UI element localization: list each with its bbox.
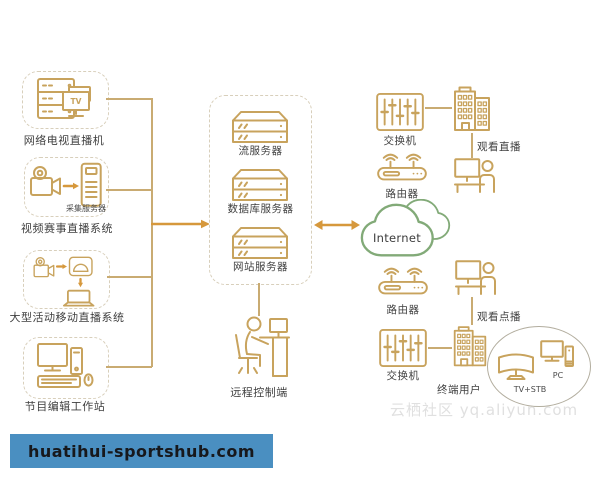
label-switch-live: 交换机 (383, 135, 417, 147)
label-database-server: 数据库服务器 (227, 203, 294, 215)
server-cluster-box: 流服务器 数据库服务器 网站服务器 (209, 95, 312, 285)
connector-line (471, 297, 473, 325)
connector-line (106, 98, 152, 100)
label-network-tv-live: 网络电视直播机 (23, 134, 105, 147)
label-end-users: 终端用户 (437, 384, 481, 396)
label-stream-server: 流服务器 (238, 145, 283, 157)
label-web-server: 网站服务器 (233, 261, 288, 273)
camera-satellite-laptop-icon (33, 256, 95, 307)
viewer-icon-vod (455, 260, 496, 295)
building-icon-users (453, 326, 487, 367)
connector-line (106, 189, 152, 191)
label-router-live: 路由器 (385, 188, 419, 200)
connector-line (106, 366, 152, 368)
switch-icon-vod (379, 328, 427, 368)
label-switch-vod: 交换机 (386, 370, 420, 382)
devices-ellipse (487, 326, 591, 407)
viewer-icon-live (454, 158, 495, 193)
footer-bar: huatihui-sportshub.com (10, 434, 273, 468)
node-editing-workstation (23, 337, 109, 399)
connector-line (425, 107, 452, 109)
switch-icon-live (376, 92, 424, 132)
connector-line (258, 283, 260, 316)
node-video-event-live: 采集服务器 (24, 157, 109, 217)
connector-line (428, 347, 452, 349)
camera-capture-server-icon (30, 162, 102, 207)
bidirectional-arrow (314, 220, 360, 230)
label-watch-live: 观看直播 (477, 141, 521, 153)
router-icon-live (377, 153, 427, 181)
stream-server-icon (232, 111, 288, 143)
label-tv-stb: TV+STB (513, 385, 547, 394)
building-icon-live (454, 86, 490, 131)
pc-icon (540, 340, 574, 367)
label-video-event-live: 视频赛事直播系统 (21, 222, 113, 235)
curved-tv-icon (498, 353, 534, 380)
bus-line (151, 98, 153, 367)
server-rack-tv-icon: TV (37, 78, 91, 119)
label-watch-vod: 观看点播 (477, 311, 521, 323)
watermark: 云栖社区 yq.aliyun.com (390, 401, 579, 419)
arrow-to-servers (151, 219, 210, 229)
tv-glyph: TV (71, 97, 82, 106)
workstation-icon (37, 343, 94, 388)
database-server-icon (232, 169, 288, 201)
label-router-vod: 路由器 (386, 304, 420, 316)
node-network-tv-live: TV (22, 71, 109, 129)
node-mobile-live (23, 250, 110, 309)
connector-line (471, 133, 473, 158)
label-capture-server: 采集服务器 (66, 204, 106, 213)
remote-operator-icon (235, 316, 290, 377)
connector-line (107, 276, 152, 278)
label-editing-workstation: 节目编辑工作站 (24, 400, 106, 413)
router-icon-vod (378, 267, 428, 295)
web-server-icon (232, 227, 288, 259)
footer-site-text: huatihui-sportshub.com (27, 441, 256, 461)
internet-cloud-icon (360, 199, 451, 257)
label-internet: Internet (372, 231, 422, 245)
label-remote-control: 远程控制端 (230, 386, 288, 399)
label-pc: PC (552, 371, 564, 380)
label-mobile-live: 大型活动移动直播系统 (9, 311, 125, 324)
